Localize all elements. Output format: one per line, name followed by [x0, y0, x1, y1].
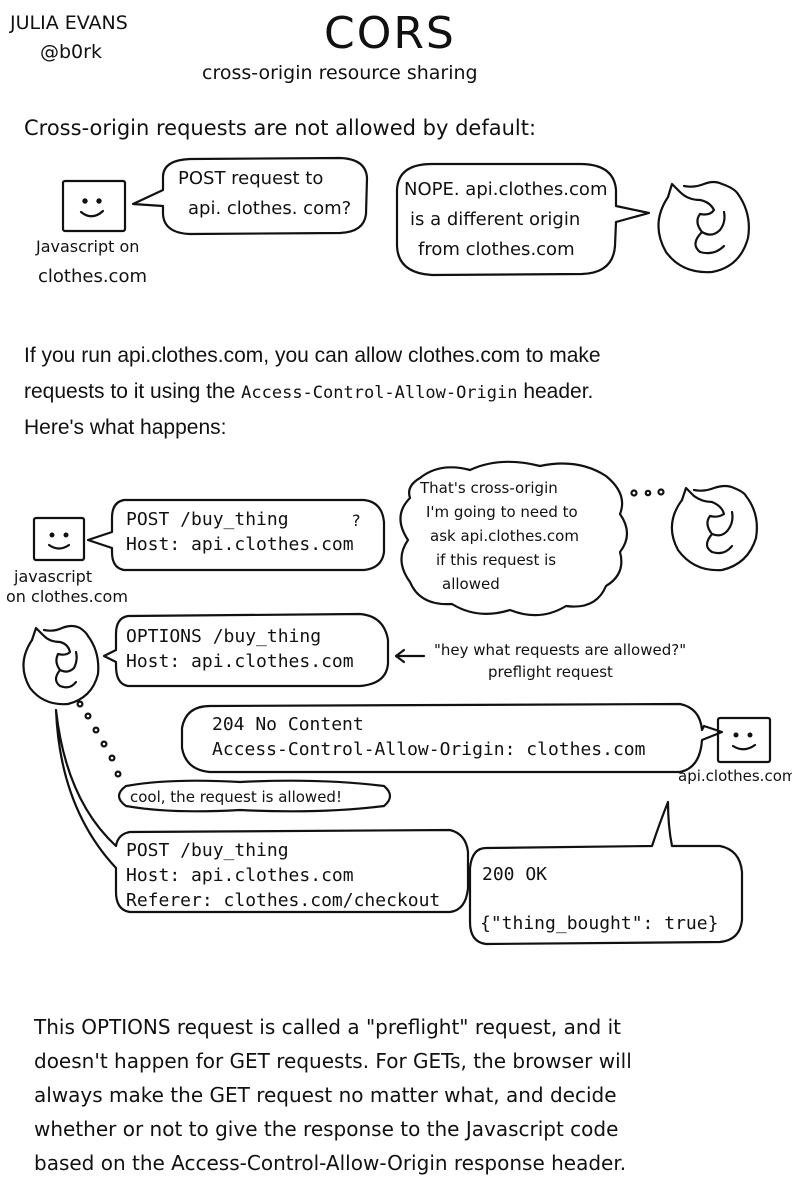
options-line1: OPTIONS /buy_thing — [126, 626, 322, 647]
thought-line2: I'm going to need to — [426, 503, 578, 521]
author-name: JULIA EVANS — [10, 12, 128, 34]
resp200-line2: {"thing_bought": true} — [480, 913, 719, 934]
footer-line2: doesn't happen for GET requests. For GET… — [34, 1049, 632, 1073]
browser-bubble-line2: is a different origin — [410, 209, 581, 230]
post2-line1: POST /buy_thing — [126, 840, 289, 861]
firefox-browser-icon — [657, 180, 750, 274]
js-speech-bubble — [131, 156, 369, 236]
explain-line1: If you run api.clothes.com, you can allo… — [24, 344, 601, 367]
thought-line3: ask api.clothes.com — [430, 527, 579, 545]
firefox-browser-icon — [22, 624, 100, 706]
api-label: api.clothes.com — [678, 767, 792, 785]
footer-line1: This OPTIONS request is called a "prefli… — [34, 1015, 621, 1039]
smiley-square-icon — [716, 716, 772, 764]
browser-bubble-line1: NOPE. api.clothes.com — [404, 179, 608, 200]
explain-line2-after: header. — [517, 380, 594, 403]
allowed-note-bubble — [117, 779, 392, 813]
explain-line2-before: requests to it using the — [24, 380, 242, 403]
js-bubble-line1: POST request to — [178, 168, 324, 189]
intro-text: Cross-origin requests are not allowed by… — [24, 116, 537, 140]
footer-line5: based on the Access-Control-Allow-Origin… — [34, 1151, 627, 1175]
post1-line1: POST /buy_thing — [126, 509, 289, 530]
allowed-note: cool, the request is allowed! — [130, 788, 342, 806]
preflight-note-line2: preflight request — [488, 663, 613, 681]
firefox-browser-icon — [670, 484, 758, 572]
page-title: CORS — [324, 8, 456, 59]
js-label-line1: Javascript on — [36, 237, 140, 256]
author-handle: @b0rk — [40, 41, 102, 63]
post1-question-mark: ? — [352, 511, 361, 530]
flow-js-label-line2: on clothes.com — [6, 587, 128, 606]
flow-js-label-line1: javascript — [14, 567, 93, 586]
js-bubble-line2: api. clothes. com? — [188, 198, 352, 219]
post1-line2: Host: api.clothes.com — [126, 534, 354, 555]
preflight-note-line1: "hey what requests are allowed?" — [434, 641, 687, 659]
post-request-bubble — [86, 498, 386, 572]
browser-bubble-line3: from clothes.com — [418, 239, 575, 260]
response-204-bubble — [180, 702, 724, 774]
footer-line4: whether or not to give the response to t… — [34, 1117, 619, 1141]
explain-line3: Here's what happens: — [24, 416, 227, 439]
thought-line4: if this request is — [436, 551, 557, 569]
smiley-square-icon — [32, 516, 86, 562]
thought-cloud — [399, 460, 665, 617]
thought-line5: allowed — [442, 575, 500, 593]
footer-line3: always make the GET request no matter wh… — [34, 1083, 617, 1107]
thought-dots — [76, 700, 122, 778]
post2-line3: Referer: clothes.com/checkout — [126, 890, 441, 911]
js-label-line2: clothes.com — [38, 266, 147, 287]
smiley-square-icon — [61, 179, 127, 233]
preflight-arrow-icon — [394, 648, 426, 664]
browser-speech-bubble — [395, 162, 651, 277]
options-request-bubble — [102, 612, 390, 688]
post-request-bubble — [54, 708, 470, 914]
explain-line2-code: Access-Control-Allow-Origin — [241, 383, 518, 403]
resp200-line1: 200 OK — [482, 864, 548, 885]
post2-line2: Host: api.clothes.com — [126, 865, 354, 886]
page-subtitle: cross-origin resource sharing — [202, 62, 478, 84]
options-line2: Host: api.clothes.com — [126, 651, 354, 672]
explain-line2: requests to it using the Access-Control-… — [24, 374, 593, 411]
resp204-line1: 204 No Content — [212, 714, 364, 735]
response-200-bubble — [468, 800, 744, 946]
resp204-line2: Access-Control-Allow-Origin: clothes.com — [212, 739, 646, 760]
thought-line1: That's cross-origin — [420, 479, 558, 497]
